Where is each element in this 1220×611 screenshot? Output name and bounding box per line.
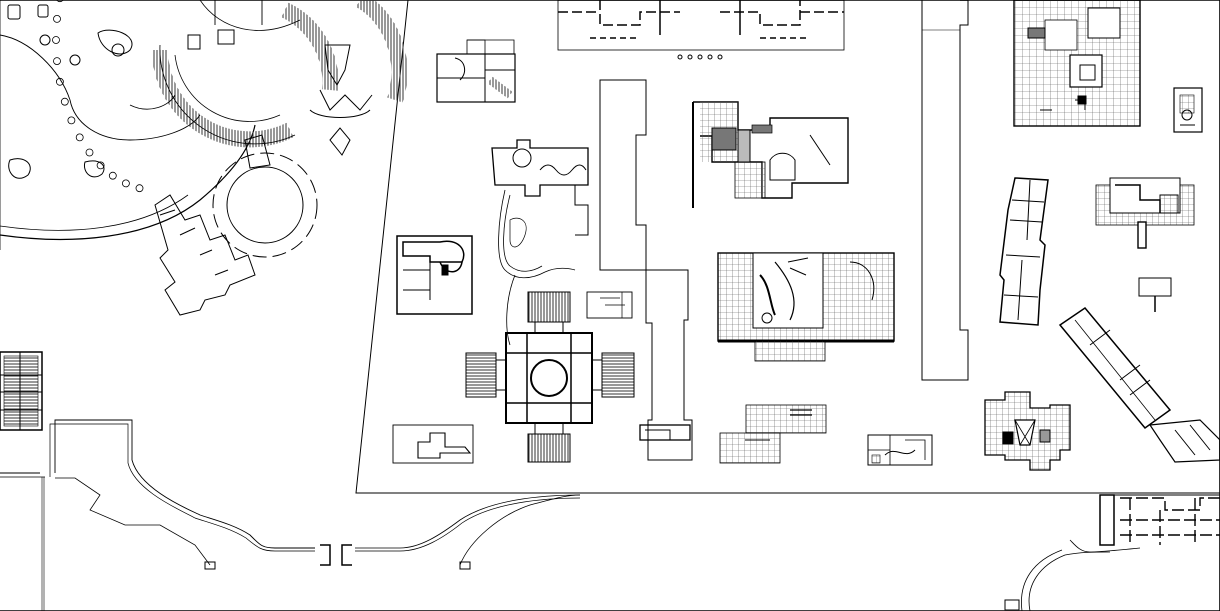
plan-small-house-far-right — [1173, 87, 1203, 133]
plan-rotunda-complex — [0, 0, 408, 316]
site-boundary — [355, 0, 1220, 494]
plan-villa-curved — [396, 235, 473, 315]
column-dot — [108, 171, 117, 180]
column-dot — [85, 148, 94, 157]
plan-palace-top — [557, 0, 845, 60]
column-dot — [96, 161, 105, 170]
plan-linear-block-vertical — [999, 177, 1049, 326]
column-dot — [135, 184, 144, 193]
plan-serpentine-wall-house — [491, 139, 589, 346]
plan-tall-slab-right — [921, 0, 969, 381]
plan-pinwheel-house — [984, 391, 1071, 471]
plan-grid-platform-low — [719, 404, 827, 464]
plan-small-villa-top — [436, 39, 516, 103]
plan-small-house-middle-right — [867, 434, 933, 466]
palace-column-dot — [707, 54, 713, 60]
plan-left-edge-block — [0, 351, 43, 431]
palace-column-dot — [717, 54, 723, 60]
plan-small-pavilion — [1138, 277, 1172, 312]
plan-small-grid-house-right — [1095, 177, 1195, 249]
palace-column-dot — [677, 54, 683, 60]
plan-court-house-dark — [692, 101, 849, 208]
palace-column-dot — [697, 54, 703, 60]
plan-small-box-house — [586, 291, 633, 319]
column-dot — [75, 133, 84, 142]
column-dot — [56, 0, 64, 3]
plan-barcelona-pavilion — [717, 252, 895, 362]
column-dot — [67, 116, 76, 125]
plan-garden-wall — [0, 419, 581, 611]
column-dot — [53, 57, 61, 65]
plan-villa-rotonda — [465, 291, 635, 463]
plan-palace-bottom-right — [1004, 494, 1220, 611]
plan-linear-block-diagonal — [1058, 306, 1220, 463]
palace-column-dot — [687, 54, 693, 60]
plan-grid-house-top-right — [1013, 0, 1141, 127]
column-dot — [122, 179, 130, 188]
column-dot — [53, 14, 61, 23]
column-dot — [60, 97, 69, 106]
plan-low-left-house — [392, 424, 474, 464]
column-dot — [52, 36, 60, 44]
plan-corridor-slab — [599, 79, 693, 461]
